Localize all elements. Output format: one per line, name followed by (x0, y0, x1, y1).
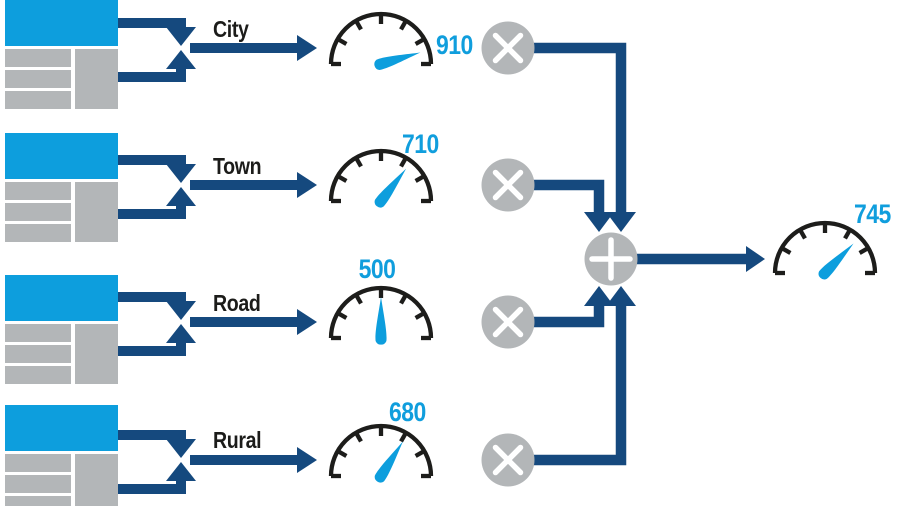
arrowhead-right-icon (297, 447, 317, 473)
multiply-icon (481, 295, 535, 349)
arrowhead-right-icon (746, 246, 765, 272)
gauge-needle (375, 297, 387, 345)
gauge-needle (372, 438, 408, 485)
gauge-value-city: 910 (436, 30, 473, 60)
table-row-bar (5, 496, 71, 506)
arrowhead-right-icon (297, 309, 317, 335)
table-row-bar (5, 203, 71, 221)
multiply-icon (481, 433, 535, 487)
arrowhead-right-icon (297, 172, 317, 198)
arrowhead-up-icon (166, 462, 196, 481)
multiply-to-plus-connector (530, 305, 627, 466)
table-row-bar (5, 345, 71, 363)
row-label-rural: Rural (213, 427, 262, 453)
table-cell-block (75, 454, 118, 506)
row-label-road: Road (213, 290, 261, 316)
plus-icon (584, 232, 638, 286)
gauge-rural (331, 426, 431, 485)
row-label-town: Town (213, 153, 262, 179)
arrowhead-down-icon (166, 439, 196, 458)
table-row-bar (5, 91, 71, 109)
arrowhead-right-icon (297, 35, 317, 61)
gauge-town (331, 151, 431, 210)
table-header-block (5, 275, 118, 321)
card-top-arrow (118, 292, 186, 302)
source-table-card-road (5, 275, 118, 384)
arrowhead-down-icon (166, 164, 196, 183)
table-row-bar (5, 475, 71, 493)
gauge-value-rural: 680 (389, 397, 426, 427)
table-row-bar (5, 49, 71, 67)
multiply-icon (481, 158, 535, 212)
table-row-bar (5, 182, 71, 200)
card-top-arrow (118, 155, 186, 165)
table-row-bar (5, 366, 71, 384)
card-top-arrow (118, 18, 186, 28)
gauge-value-output: 745 (854, 199, 891, 229)
source-table-card-rural (5, 405, 118, 506)
gauge-needle (816, 239, 858, 282)
multiply-icon (481, 21, 535, 75)
arrowhead-up-icon (584, 286, 614, 306)
card-bottom-arrow (118, 480, 186, 494)
row-label-city: City (213, 16, 249, 42)
arrowhead-down-icon (166, 301, 196, 320)
gauge-needle (373, 47, 422, 72)
card-top-arrow (118, 430, 186, 440)
table-cell-block (75, 324, 118, 384)
multiply-to-plus-connector (530, 42, 627, 213)
gauge-value-town: 710 (402, 129, 439, 159)
card-bottom-arrow (118, 205, 186, 219)
table-header-block (5, 405, 118, 451)
table-header-block (5, 133, 118, 179)
gauge-city (331, 14, 431, 72)
table-header-block (5, 0, 118, 46)
flow-arrows (118, 18, 765, 494)
card-bottom-arrow (118, 68, 186, 82)
source-table-card-city (5, 0, 118, 109)
arrowhead-down-icon (166, 27, 196, 46)
table-row-bar (5, 70, 71, 88)
arrowhead-up-icon (606, 286, 636, 306)
gauge-needle (372, 165, 411, 210)
gauge-value-road: 500 (358, 254, 396, 284)
arrowhead-down-icon (606, 212, 636, 232)
arrowhead-down-icon (584, 212, 614, 232)
arrowhead-up-icon (166, 187, 196, 206)
multiply-to-plus-connector (530, 305, 605, 328)
table-row-bar (5, 324, 71, 342)
arrowhead-up-icon (166, 50, 196, 69)
table-row-bar (5, 454, 71, 472)
multiply-to-plus-connector (530, 179, 605, 213)
table-row-bar (5, 224, 71, 242)
gauge-output (775, 223, 875, 282)
card-bottom-arrow (118, 342, 186, 356)
gauge-road (331, 288, 431, 345)
source-table-card-town (5, 133, 118, 242)
table-cell-block (75, 182, 118, 242)
arrowhead-up-icon (166, 324, 196, 343)
table-cell-block (75, 49, 118, 109)
